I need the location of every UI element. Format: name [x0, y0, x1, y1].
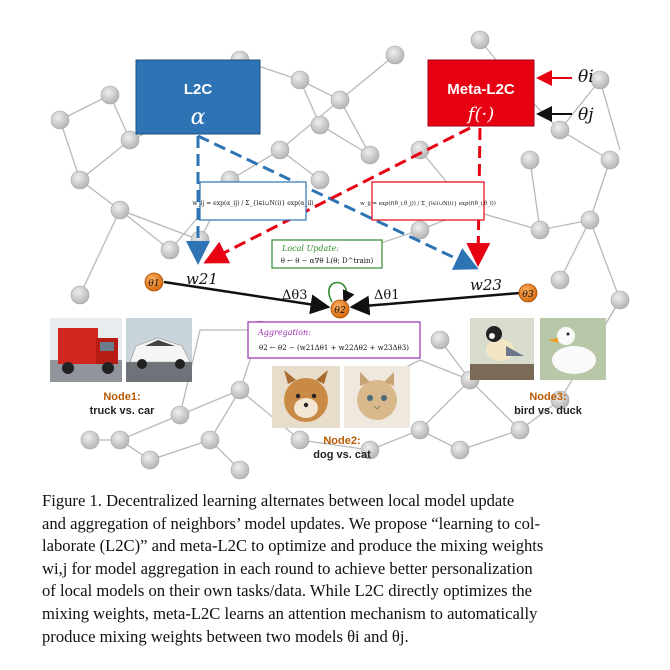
theta-j-label: θj — [578, 105, 594, 125]
meta-formula: w_ij = exp(f(θ_i,θ_j)) / Σ_{l∈i∪N(i)} ex… — [360, 200, 496, 207]
meta-inputs: θi θj — [536, 67, 594, 125]
w23-label: w23 — [470, 276, 502, 294]
local-update-box: Local Update: θ ← θ − α∇θ L(θ; D^train) — [271, 239, 383, 269]
l2c-box: L2C α — [135, 59, 261, 135]
caption-line: Figure 1. Decentralized learning alterna… — [42, 491, 515, 510]
bird-photo — [470, 318, 534, 380]
aggregation-box: Aggregation: θ2 ← θ2 − (w21Δθ1 + w22Δθ2 … — [247, 321, 421, 359]
node1-subtitle: truck vs. car — [90, 405, 156, 417]
cat-photo — [344, 366, 410, 428]
node3-subtitle: bird vs. duck — [514, 405, 583, 417]
car-photo — [126, 318, 192, 382]
caption-line: wi,j for model aggregation in each round… — [42, 558, 533, 578]
l2c-formula-box: w_ij = exp(α_ij) / Σ_{l∈i∪N(i)} exp(α_il… — [192, 181, 314, 221]
caption-line: of local models on their own tasks/data.… — [42, 581, 533, 601]
delta-theta1: Δθ1 — [374, 288, 400, 303]
diagram-figure: L2C α Meta-L2C f(·) θi θj w_ij = exp(α_i… — [50, 30, 630, 480]
node1-title: Node1: — [103, 391, 140, 403]
theta2-node: θ2 — [334, 306, 345, 316]
aggregation-title: Aggregation: — [257, 328, 311, 337]
network-nodes — [50, 30, 630, 480]
caption-line: laborate (L2C)” and meta-L2C to optimize… — [42, 536, 544, 556]
caption-line: mixing weights, meta-L2C learns an atten… — [42, 603, 538, 623]
local-update-title: Local Update: — [281, 244, 339, 253]
local-update-formula: θ ← θ − α∇θ L(θ; D^train) — [281, 257, 374, 265]
truck-photo — [50, 318, 122, 382]
caption-line: and aggregation of neighbors’ model upda… — [42, 513, 541, 533]
duck-photo — [540, 318, 606, 380]
meta-formula-box: w_ij = exp(f(θ_i,θ_j)) / Σ_{l∈i∪N(i)} ex… — [360, 181, 496, 221]
l2c-symbol: α — [191, 105, 206, 130]
meta-l2c-box: Meta-L2C f(·) — [427, 59, 535, 127]
update-arrows — [163, 280, 521, 316]
l2c-title: L2C — [184, 81, 213, 98]
theta1-node: θ1 — [148, 279, 159, 289]
theta3-node: θ3 — [522, 290, 533, 300]
meta-title: Meta-L2C — [447, 81, 515, 98]
node3-title: Node3: — [529, 391, 566, 403]
node2-subtitle: dog vs. cat — [313, 449, 371, 461]
caption-line: produce mixing weights between two model… — [42, 626, 409, 646]
self-loop — [328, 281, 355, 304]
orange-nodes: θ1 θ2 θ3 — [144, 272, 538, 319]
theta-i-label: θi — [578, 67, 594, 87]
node2-title: Node2: — [323, 435, 360, 447]
dashed-arrows — [186, 126, 491, 270]
w21-label: w21 — [186, 270, 218, 288]
dog-photo — [272, 366, 340, 428]
figure-caption: Figure 1. Decentralized learning alterna… — [42, 490, 642, 648]
meta-symbol: f(·) — [466, 104, 494, 125]
delta-theta3: Δθ3 — [282, 288, 308, 303]
l2c-formula: w_ij = exp(α_ij) / Σ_{l∈i∪N(i)} exp(α_il… — [192, 200, 313, 207]
aggregation-formula: θ2 ← θ2 − (w21Δθ1 + w22Δθ2 + w23Δθ3) — [259, 344, 409, 352]
